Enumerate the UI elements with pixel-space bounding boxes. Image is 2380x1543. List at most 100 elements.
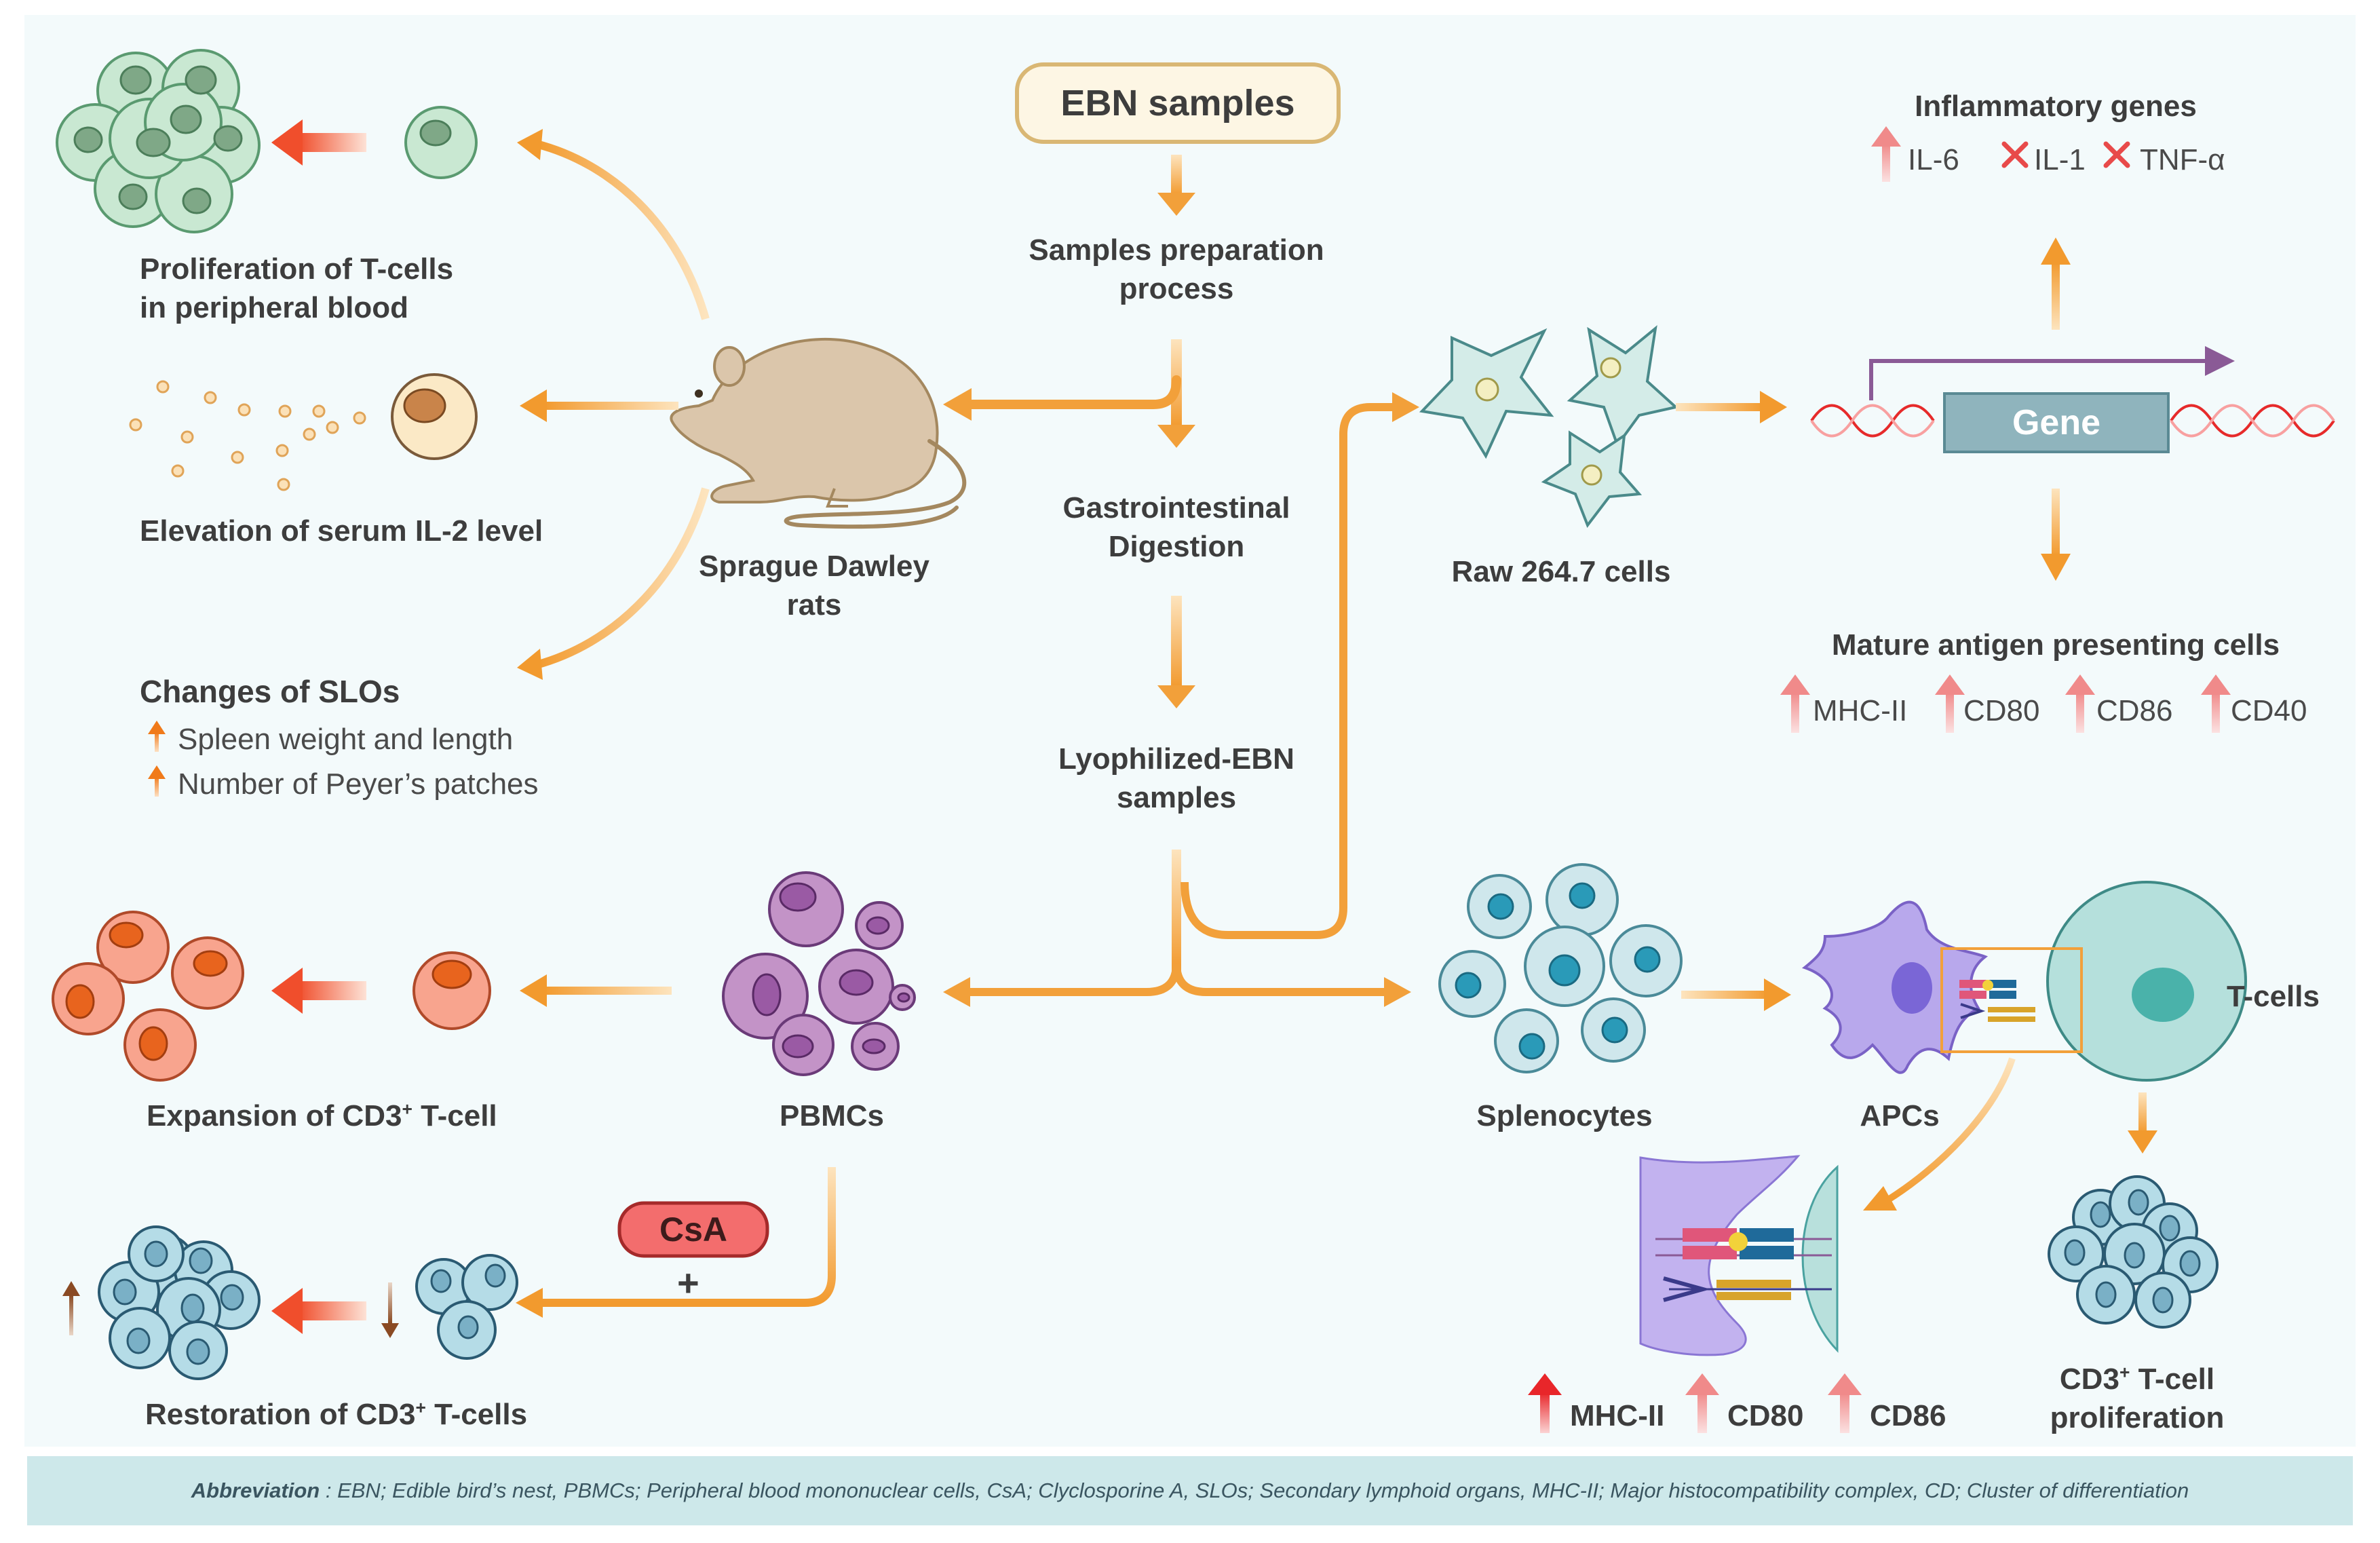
slo-item-spleen: Spleen weight and length <box>178 723 514 756</box>
red-arrow-3 <box>299 1301 366 1320</box>
il1-cross <box>2001 141 2029 168</box>
dotted-up-arrow <box>62 1281 80 1335</box>
synapse-cd86: CD86 <box>1870 1399 1946 1432</box>
small-cd3-cluster <box>415 1254 518 1360</box>
gene-label: Gene <box>2012 403 2101 442</box>
arrowhead <box>943 388 972 421</box>
slo-item-peyers: Number of Peyer’s patches <box>178 767 539 801</box>
raw-cells <box>1419 325 1679 529</box>
il2-cell <box>391 373 478 460</box>
single-tcell <box>404 106 478 179</box>
slo-up-arrows <box>148 721 166 797</box>
splenocytes-label: Splenocytes <box>1476 1099 1653 1132</box>
tcell-prolif-line2: in peripheral blood <box>140 291 409 325</box>
il6-label: IL-6 <box>1908 143 1959 176</box>
marker-mhc-ii: MHC-II <box>1813 694 1908 727</box>
apcs-label: APCs <box>1860 1099 1940 1132</box>
arrow-pbmc-to-cd3 <box>543 987 672 995</box>
restoration-label: Restoration of CD3+ T-cells <box>145 1397 528 1431</box>
prep-step: Samples preparation process <box>973 231 1380 308</box>
il2-label: Elevation of serum IL-2 level <box>140 514 543 548</box>
expansion-label: Expansion of CD3+ T-cell <box>147 1099 497 1132</box>
csa-label: CsA <box>659 1211 728 1249</box>
center-chain-arrows <box>1157 155 1195 708</box>
synapse-zoom <box>1639 1155 1839 1356</box>
transcription-arrow <box>1869 359 2212 400</box>
il6-up-arrow <box>1871 126 1901 182</box>
cd3-prolif-label: CD3+ T-cell proliferation <box>2008 1360 2266 1437</box>
arrow-to-pbmc <box>963 963 1181 996</box>
digestion-step: Gastrointestinal Digestion <box>973 489 1380 566</box>
synapse-zoom-box <box>1940 947 2083 1053</box>
arrow-spleno-to-apc <box>1681 991 1769 999</box>
gene-box <box>1943 392 2170 453</box>
abbreviation-label: Abbreviation <box>191 1479 320 1502</box>
pbmc-label: PBMCs <box>779 1099 885 1132</box>
raw-cells-label: Raw 264.7 cells <box>1451 555 1671 588</box>
prep-line1: Samples preparation <box>1029 233 1324 267</box>
arrow-rat-to-slo <box>535 487 710 669</box>
marker-cd80: CD80 <box>1963 694 2040 727</box>
csa-box <box>617 1201 769 1258</box>
tnf-cross <box>2103 141 2130 168</box>
ebn-samples-label: EBN samples <box>1060 83 1295 123</box>
rats-label: Sprague Dawley rats <box>651 547 977 624</box>
arrow-pbmc-to-restoration <box>536 1167 836 1307</box>
red-arrow-2 <box>299 981 366 1000</box>
synapse-cd80: CD80 <box>1727 1399 1804 1432</box>
tnf-label: TNF-α <box>2140 143 2225 176</box>
red-arrow-1 <box>299 133 366 152</box>
ebn-samples-box: EBN samples <box>1015 62 1341 144</box>
synapse-mhc-ii: MHC-II <box>1570 1399 1665 1432</box>
digest-line1: Gastrointestinal <box>1062 491 1290 525</box>
rats-line1: Sprague Dawley <box>699 550 929 583</box>
plus-sign: + <box>677 1261 699 1304</box>
arrow-tcell-down <box>2138 1092 2147 1133</box>
arrow-raw-to-gene <box>1676 403 1764 411</box>
slo-title: Changes of SLOs <box>140 674 400 709</box>
dna-strand <box>1810 404 2335 438</box>
arrow-to-raw-cells <box>1181 403 1398 939</box>
marker-cd40: CD40 <box>2231 694 2307 727</box>
arrow-gene-up <box>2052 262 2060 330</box>
mature-apc-up-arrows <box>1780 674 2231 733</box>
pbmc-cluster <box>722 871 916 1076</box>
abbreviation-text: Abbreviation : EBN; Edible bird’s nest, … <box>191 1479 2189 1503</box>
tcell-cluster <box>56 49 261 233</box>
single-cd3-cell <box>412 951 491 1030</box>
expanded-cd3-cluster <box>52 911 244 1082</box>
splenocyte-cluster <box>1438 863 1683 1073</box>
synapse-molecules-small <box>1959 980 2035 1022</box>
inflammatory-title: Inflammatory genes <box>1915 90 2197 123</box>
il1-label: IL-1 <box>2034 143 2086 176</box>
apc-cell <box>1801 900 1989 1074</box>
lyophilized-step: Lyophilized-EBN samples <box>973 740 1380 817</box>
il2-particles <box>129 380 366 491</box>
tcells-label: T-cells <box>2227 980 2320 1013</box>
abbreviation-band: Abbreviation : EBN; Edible bird’s nest, … <box>27 1456 2353 1525</box>
digest-line2: Digestion <box>1108 530 1245 564</box>
cd3-prolif-line2: proliferation <box>2050 1401 2225 1435</box>
cd3-prolif-cluster <box>2048 1175 2219 1329</box>
arrow-apc-to-synapse <box>1884 1057 2016 1204</box>
rat-illustration <box>670 337 967 529</box>
rats-line2: rats <box>786 588 842 622</box>
arrow-rat-to-il2 <box>543 402 678 410</box>
arrow-rat-to-proliferation <box>535 140 710 320</box>
marker-cd86: CD86 <box>2096 694 2173 727</box>
cd3-prolif-line1: CD3+ T-cell <box>2059 1362 2215 1396</box>
restored-cd3-cluster <box>98 1225 261 1380</box>
abbreviation-body: : EBN; Edible bird’s nest, PBMCs; Periph… <box>320 1479 2189 1502</box>
synapse-up-arrows <box>1528 1373 1862 1433</box>
arrow-gene-down <box>2052 489 2060 556</box>
tcell-large <box>2046 881 2247 1082</box>
mature-apc-title: Mature antigen presenting cells <box>1831 628 2280 662</box>
lyo-line2: samples <box>1116 781 1237 815</box>
dotted-down-arrow <box>381 1282 399 1338</box>
tcell-prolif-line1: Proliferation of T-cells <box>140 252 454 286</box>
tcell-prolif-label: Proliferation of T-cells in peripheral b… <box>140 250 453 327</box>
lyo-line1: Lyophilized-EBN <box>1058 742 1294 776</box>
diagram-background <box>24 15 2356 1447</box>
prep-line2: process <box>1119 272 1234 306</box>
